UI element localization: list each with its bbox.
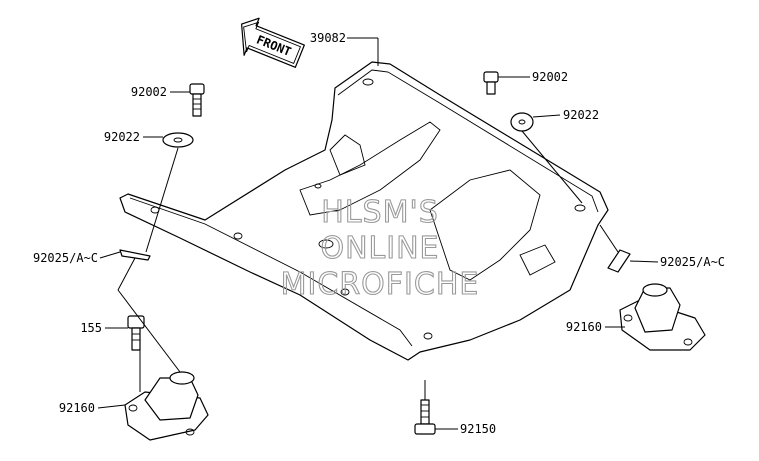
front-arrow: FRONT <box>241 17 305 68</box>
part-labels: 39082 92002 92022 92025/A~C 155 92160 92… <box>33 31 725 436</box>
washer-92022-right <box>510 112 534 132</box>
label-92025-left: 92025/A~C <box>33 251 98 265</box>
bolt-92002-right <box>483 71 499 95</box>
bolt-92150 <box>414 399 436 435</box>
leader-lines <box>97 37 659 430</box>
label-92160-right: 92160 <box>566 320 602 334</box>
label-92150: 92150 <box>460 422 496 436</box>
label-155: 155 <box>80 321 102 335</box>
washer-92022-left <box>162 132 194 148</box>
watermark-line-3: MICROFICHE <box>281 267 480 302</box>
clip-92025-right <box>607 249 631 273</box>
frame-39082 <box>119 61 609 361</box>
label-92022-right: 92022 <box>563 108 599 122</box>
label-39082: 39082 <box>310 31 346 45</box>
watermark: HLSM'S ONLINE MICROFICHE <box>280 194 480 302</box>
label-92160-left: 92160 <box>59 401 95 415</box>
label-92025-right: 92025/A~C <box>660 255 725 269</box>
watermark-line-2: ONLINE <box>320 231 439 266</box>
label-92002-left: 92002 <box>131 85 167 99</box>
mount-92160-right <box>619 283 706 351</box>
mount-92160-left <box>124 371 209 441</box>
watermark-line-1: HLSM'S <box>321 195 439 230</box>
label-92022-left: 92022 <box>104 130 140 144</box>
label-92002-right: 92002 <box>532 70 568 84</box>
bolt-92002-left <box>189 83 205 117</box>
clip-92025-left <box>119 249 151 261</box>
